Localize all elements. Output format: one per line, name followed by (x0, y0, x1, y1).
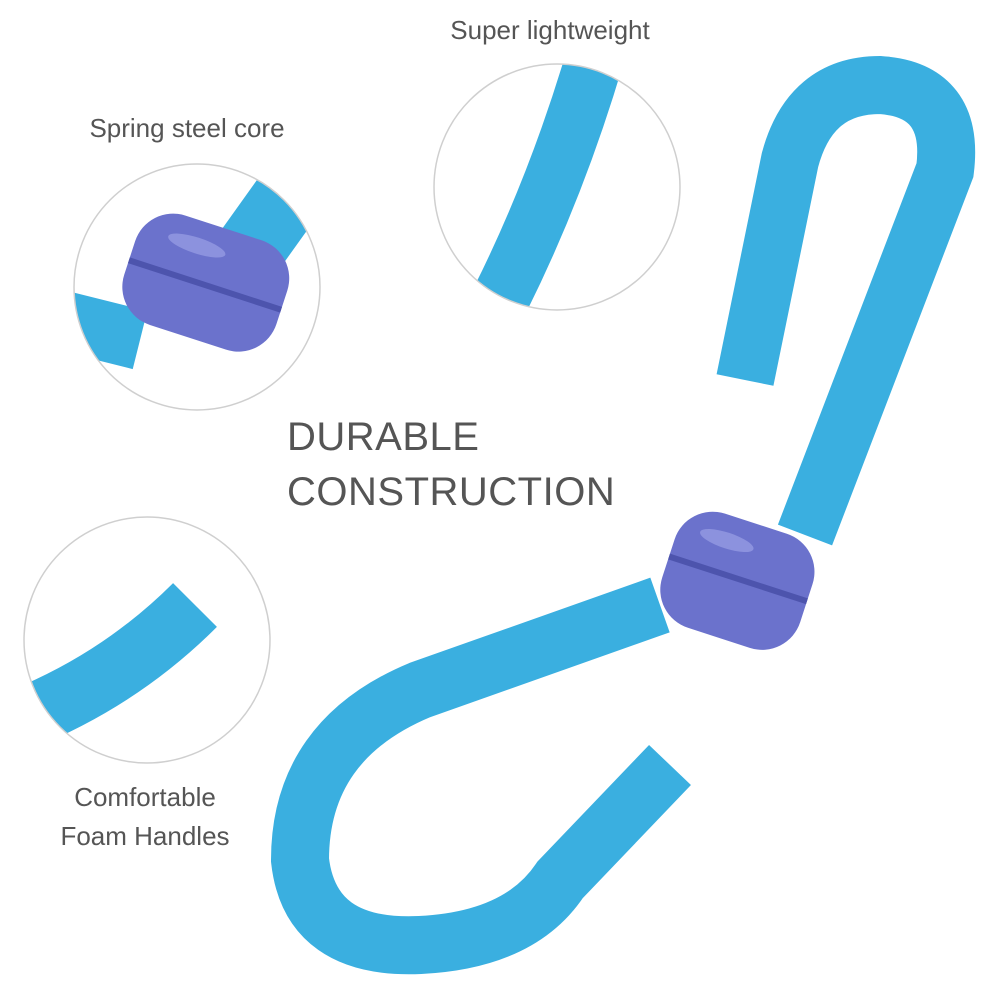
hinge-spring (660, 511, 815, 650)
label-super-lightweight: Super lightweight (450, 15, 650, 45)
label-foam-handles-line1: Comfortable (74, 782, 216, 812)
headline: DURABLE CONSTRUCTION (287, 410, 615, 520)
label-foam-handles-line2: Foam Handles (60, 821, 230, 851)
label-foam-handles: Comfortable Foam Handles (0, 778, 290, 856)
detail-circle-foam-handles (23, 516, 271, 764)
thigh-trainer (270, 55, 976, 975)
headline-line2: CONSTRUCTION (287, 470, 616, 514)
headline-line1: DURABLE (287, 415, 480, 459)
detail-circle-lightweight (433, 63, 681, 311)
detail-circle-spring-core (73, 163, 321, 411)
label-spring-steel-core: Spring steel core (89, 113, 285, 143)
